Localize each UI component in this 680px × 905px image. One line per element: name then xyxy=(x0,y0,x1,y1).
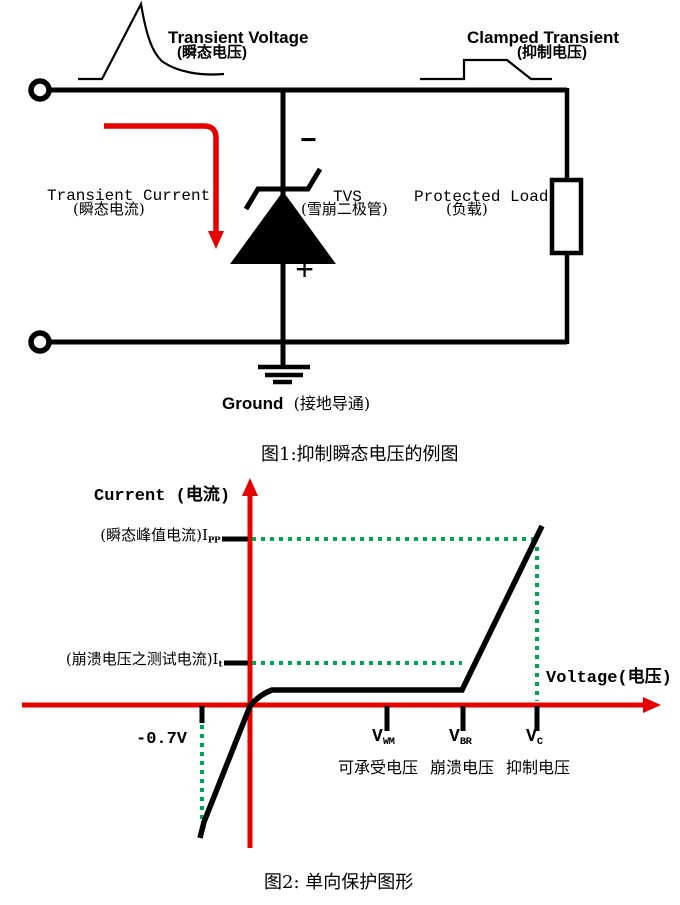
vbr-cn-label: 崩溃电压 xyxy=(430,758,495,777)
ground-label-en: Ground xyxy=(222,394,284,413)
vc-cn-label: 抑制电压 xyxy=(506,758,571,777)
ground-symbol xyxy=(258,364,310,385)
clamped-transient-label: Clamped Transient xyxy=(467,28,620,47)
terminal-bottom-left xyxy=(28,330,52,354)
tvs-minus-sign: − xyxy=(300,127,317,158)
figure2-caption: 图2: 单向保护图形 xyxy=(264,872,414,893)
tvs-label: TVS xyxy=(333,188,362,206)
transient-voltage-label-cn: (瞬态电压) xyxy=(177,44,247,61)
ground-label: Ground (接地导通) xyxy=(222,395,370,415)
x-axis-arrowhead xyxy=(643,697,661,713)
axis-tick-marks xyxy=(199,536,540,731)
tvs-diode-triangle xyxy=(230,191,336,264)
ground-label-cn: (接地导通) xyxy=(293,394,371,413)
circuit-diagram xyxy=(28,0,584,385)
vbr-subscript: BR xyxy=(459,735,472,748)
voltage-axis-label: Voltage(电压) xyxy=(546,669,672,688)
protected-load-resistor xyxy=(549,177,584,256)
iv-graph xyxy=(22,478,661,848)
vc-subscript: C xyxy=(536,735,543,748)
tvs-diode-cathode-bar xyxy=(243,167,323,211)
transient-current-label: Transient Current xyxy=(47,187,211,205)
ipp-label-subscript: PP xyxy=(207,535,221,546)
vc-tick-label: VC xyxy=(526,728,543,748)
vbr-main: V xyxy=(449,727,460,747)
ipp-label-text: (瞬态峰值电流)I xyxy=(100,526,208,544)
graph-axes xyxy=(22,478,661,848)
terminal-top-left xyxy=(28,78,52,102)
y-axis-arrowhead xyxy=(242,478,258,496)
it-label-text: (崩溃电压之测试电流)I xyxy=(65,650,219,668)
it-label-subscript: t xyxy=(218,659,222,670)
clamped-transient-label-cn: (抑制电压) xyxy=(517,44,587,61)
vbr-tick-label: VBR xyxy=(449,727,472,748)
it-label: (崩溃电压之测试电流)It xyxy=(8,650,223,670)
neg07-tick-label: -0.7V xyxy=(136,730,188,749)
vwm-cn-label: 可承受电压 xyxy=(338,758,419,777)
vwm-main: V xyxy=(372,727,383,747)
transient-voltage-label: Transient Voltage xyxy=(168,28,309,47)
transient-voltage-waveform xyxy=(78,0,225,81)
current-axis-label: Current (电流) xyxy=(94,487,231,506)
transient-current-label-cn: (瞬态电流) xyxy=(73,200,145,218)
protected-load-label: Protected Load xyxy=(414,188,549,206)
green-dotted-lines xyxy=(200,537,539,822)
figure1-caption: 图1:抑制瞬态电压的例图 xyxy=(261,444,459,465)
vc-main: V xyxy=(526,727,537,747)
tvs-plus-sign: + xyxy=(295,253,315,290)
vwm-subscript: WM xyxy=(382,735,395,748)
iv-curve xyxy=(197,524,545,839)
ipp-label: (瞬态峰值电流)IPP xyxy=(28,526,221,546)
tvs-label-cn: (雪崩二极管) xyxy=(301,200,388,218)
clamped-transient-waveform xyxy=(420,58,552,81)
transient-current-arrow xyxy=(104,123,224,249)
vwm-tick-label: VWM xyxy=(372,727,395,748)
protected-load-label-cn: (负载) xyxy=(446,200,488,218)
